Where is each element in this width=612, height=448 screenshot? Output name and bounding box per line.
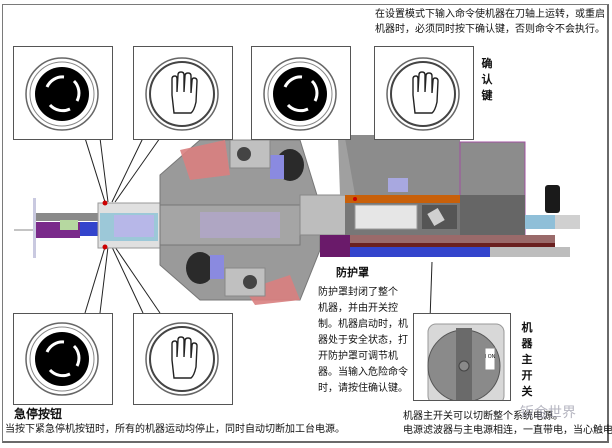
top-note-line2: 机器时，必须同时按下确认键，否则命令不会执行。 xyxy=(375,24,605,35)
hand-stop-icon xyxy=(386,57,460,131)
guard-title: 防护罩 xyxy=(336,266,369,279)
rotate-arrows-icon xyxy=(25,322,99,396)
callout-reset-top-right xyxy=(251,46,351,140)
rotate-arrows-icon xyxy=(25,57,99,131)
watermark: 钣金世界 xyxy=(520,405,576,421)
rotary-switch-icon xyxy=(427,323,505,400)
rotate-arrows-icon xyxy=(263,57,337,131)
main-switch-desc-line1: 机器主开关可以切断整个系统电源。 xyxy=(403,411,563,422)
callout-main-switch: I ON xyxy=(413,313,511,401)
main-switch-label: 机 器 主 开 关 xyxy=(521,321,533,398)
emergency-desc: 当按下紧急停机按钮时，所有的机器运动均停止，同时自动切断加工台电源。 xyxy=(5,424,345,435)
emergency-title: 急停按钮 xyxy=(14,407,63,421)
top-note-line1: 在设置模式下输入命令使机器在刀轴上运转，或重启 xyxy=(375,9,605,20)
callout-stop-top-left xyxy=(133,46,233,140)
switch-on-label: I ON xyxy=(484,354,496,360)
callout-stop-top-right xyxy=(374,46,474,140)
spindle-assembly xyxy=(14,198,161,258)
callout-reset-top-left xyxy=(13,46,113,140)
tool-turret xyxy=(159,139,321,305)
machine-body xyxy=(299,135,580,257)
hand-stop-icon xyxy=(145,57,219,131)
main-switch-desc-line2: 电源滤波器与主电源相连，一直带电，当心触电!! xyxy=(403,425,612,436)
confirm-key-label: 确 认 键 xyxy=(481,57,493,102)
callout-reset-bottom-left xyxy=(13,313,113,405)
callout-stop-bottom-left xyxy=(133,313,233,405)
hand-stop-icon xyxy=(145,322,219,396)
